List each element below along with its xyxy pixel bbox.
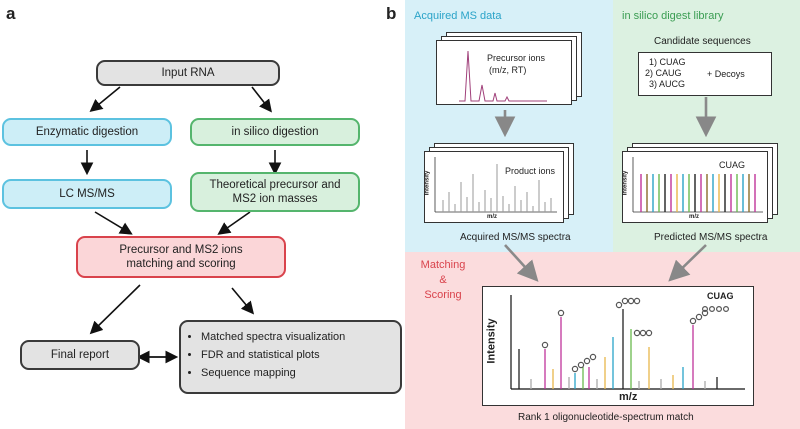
precursor-card: Precursor ions (m/z, RT) [436,40,572,105]
outputs-box: Matched spectra visualization FDR and st… [179,320,402,394]
outputs-list: Matched spectra visualization FDR and st… [189,328,392,382]
acquired-card: Product ions Intensity m/z [424,151,564,223]
match-seq-label: CUAG [707,291,734,301]
acquired-spectrum-icon [434,157,557,213]
acquired-xaxis-label: m/z [487,214,498,220]
enzymatic-digestion-box: Enzymatic digestion [2,118,172,146]
match-caption: Rank 1 oligonucleotide-spectrum match [518,412,694,423]
candidate-seq: 3) AUCG [649,79,686,89]
match-plot-card: CUAG Intensity m/z [482,286,754,406]
final-report-box: Final report [20,340,140,370]
matching-word: Matching [420,259,466,271]
candidate-box: 1) CUAG 2) CAUG 3) AUCG + Decoys [638,52,772,96]
library-title: in silico digest library [622,10,724,22]
precursor-label-line2: (m/z, RT) [489,65,527,75]
matching-scoring-box: Precursor and MS2 ions matching and scor… [76,236,286,278]
insilico-digestion-box: in silico digestion [190,118,360,146]
output-item: Matched spectra visualization [201,328,392,346]
predicted-xaxis-label: m/z [689,214,700,220]
insilico-digestion-label: in silico digestion [231,126,319,138]
input-rna-label: Input RNA [161,67,215,79]
panel-a-letter: a [6,4,16,23]
enzymatic-digestion-label: Enzymatic digestion [35,126,139,138]
output-item: Sequence mapping [201,364,392,382]
acquired-yaxis-label: Intensity [424,170,431,196]
matching-scoring-label: Matching & Scoring [412,258,474,303]
product-ions-label: Product ions [505,166,556,176]
predicted-card: CUAG Intensity m/z [622,151,768,223]
decoys-label: + Decoys [707,69,745,79]
match-spectrum-plot [510,295,745,390]
theoretical-masses-line2: MS2 ion masses [232,193,318,205]
candidate-title: Candidate sequences [654,36,751,47]
panel-b-letter: b [386,4,397,23]
predicted-yaxis-label: Intensity [622,170,629,196]
predicted-seq-label: CUAG [719,160,746,170]
acquired-ms-title: Acquired MS data [414,10,502,22]
matching-scoring-line1: Precursor and MS2 ions [119,244,243,256]
precursor-label-line1: Precursor ions [487,53,546,63]
acquired-caption: Acquired MS/MS spectra [460,232,571,243]
final-report-label: Final report [50,349,110,361]
ampersand-word: & [439,274,447,286]
candidate-seq: 1) CUAG [649,57,686,67]
candidate-seq: 2) CAUG [645,68,682,78]
lc-msms-box: LC MS/MS [2,179,172,209]
predicted-caption: Predicted MS/MS spectra [654,232,768,243]
input-rna-box: Input RNA [96,60,280,86]
ms1-spectrum-icon [459,50,547,102]
match-xaxis-label: m/z [619,391,638,403]
scoring-word: Scoring [424,289,462,301]
output-item: FDR and statistical plots [201,346,392,364]
match-yaxis-label: Intensity [485,318,498,364]
predicted-spectrum-icon [632,157,763,213]
lc-msms-label: LC MS/MS [59,188,115,200]
matching-scoring-line2: matching and scoring [126,258,236,270]
theoretical-masses-line1: Theoretical precursor and [209,179,341,191]
theoretical-masses-box: Theoretical precursor and MS2 ion masses [190,172,360,212]
